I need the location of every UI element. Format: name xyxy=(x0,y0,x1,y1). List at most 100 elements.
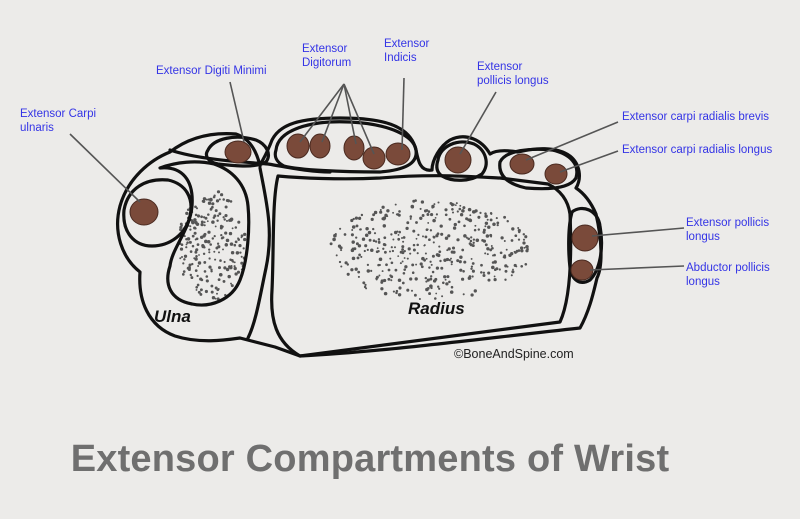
label-extensor-carpi-ulnaris: Extensor Carpi ulnaris xyxy=(20,107,96,135)
stipple-dot xyxy=(235,251,240,255)
stipple-dot xyxy=(395,213,398,216)
stipple-dot xyxy=(383,291,388,296)
stipple-dot xyxy=(429,229,433,232)
leader-extensor-digiti-minimi xyxy=(229,81,245,143)
stipple-dot xyxy=(418,297,421,301)
stipple-dot xyxy=(525,249,529,253)
stipple-dot xyxy=(350,248,355,253)
stipple-dot xyxy=(484,221,489,226)
stipple-dot xyxy=(474,224,477,227)
stipple-dot xyxy=(511,227,515,231)
ulna-stipple xyxy=(178,190,247,301)
stipple-dot xyxy=(470,293,474,297)
compartment-pollicis-longus xyxy=(435,140,488,182)
stipple-dot xyxy=(230,282,232,285)
stipple-dot xyxy=(179,225,183,229)
stipple-dot xyxy=(469,239,473,243)
stipple-dot xyxy=(499,251,503,255)
stipple-dot xyxy=(214,286,218,290)
stipple-dot xyxy=(381,217,385,221)
stipple-dot xyxy=(437,285,440,288)
stipple-dot xyxy=(482,230,486,234)
stipple-dot xyxy=(179,228,182,232)
stipple-dot xyxy=(468,242,472,245)
stipple-dot xyxy=(419,262,423,266)
leader-digitorum-1 xyxy=(299,83,345,143)
stipple-dot xyxy=(355,224,359,228)
stipple-dot xyxy=(432,218,436,223)
stipple-dot xyxy=(427,210,431,213)
stipple-dot xyxy=(208,257,211,260)
stipple-dot xyxy=(216,242,220,245)
stipple-dot xyxy=(504,264,508,268)
stipple-dot xyxy=(191,262,194,266)
stipple-dot xyxy=(503,239,506,243)
stipple-dot xyxy=(201,244,205,249)
stipple-dot xyxy=(409,277,413,281)
leader-digitorum-3 xyxy=(343,83,357,145)
tendon-extensor-indicis xyxy=(385,142,411,166)
stipple-dot xyxy=(435,213,438,216)
stipple-dot xyxy=(491,265,495,270)
stipple-dot xyxy=(510,274,513,277)
stipple-dot xyxy=(228,231,233,236)
stipple-dot xyxy=(364,283,367,287)
stipple-dot xyxy=(225,219,229,222)
stipple-dot xyxy=(181,273,185,276)
stipple-dot xyxy=(447,247,451,251)
stipple-dot xyxy=(397,255,400,257)
stipple-dot xyxy=(503,254,507,258)
stipple-dot xyxy=(236,270,241,274)
stipple-dot xyxy=(179,257,182,260)
stipple-dot xyxy=(482,239,487,243)
stipple-dot xyxy=(437,201,440,204)
tendon-extensor-carpi-radialis-longus xyxy=(544,163,568,185)
stipple-dot xyxy=(186,237,191,241)
stipple-dot xyxy=(491,246,494,250)
stipple-dot xyxy=(490,212,493,215)
stipple-dot xyxy=(447,234,451,238)
stipple-dot xyxy=(426,278,430,282)
stipple-dot xyxy=(183,254,188,258)
tendon-extensor-digiti-minimi xyxy=(224,140,252,164)
stipple-dot xyxy=(424,252,427,255)
stipple-dot xyxy=(191,244,195,248)
stipple-dot xyxy=(360,213,364,217)
compartment-abductor-pollicis xyxy=(567,206,604,284)
stipple-dot xyxy=(335,254,338,257)
stipple-dot xyxy=(503,215,507,219)
label-line: Extensor Digiti Minimi xyxy=(156,65,267,77)
stipple-dot xyxy=(219,193,224,197)
stipple-dot xyxy=(387,277,391,281)
stipple-dot xyxy=(368,238,372,242)
stipple-dot xyxy=(225,267,230,272)
stipple-dot xyxy=(480,263,483,267)
stipple-dot xyxy=(205,279,209,283)
stipple-dot xyxy=(230,284,234,288)
stipple-dot xyxy=(226,199,231,203)
stipple-dot xyxy=(440,232,444,236)
stipple-dot xyxy=(370,248,374,252)
stipple-dot xyxy=(366,263,370,267)
tendon-extensor-pollicis-longus-side xyxy=(571,224,599,252)
stipple-dot xyxy=(392,211,395,214)
stipple-dot xyxy=(195,248,199,252)
stipple-dot xyxy=(193,218,197,222)
stipple-dot xyxy=(493,278,497,282)
stipple-dot xyxy=(504,269,508,273)
stipple-dot xyxy=(470,257,473,260)
stipple-dot xyxy=(203,224,206,227)
stipple-dot xyxy=(216,190,221,194)
stipple-dot xyxy=(411,263,415,267)
stipple-dot xyxy=(210,284,214,288)
stipple-dot xyxy=(210,290,214,294)
stipple-dot xyxy=(406,257,409,260)
stipple-dot xyxy=(383,236,387,240)
stipple-dot xyxy=(361,237,366,241)
stipple-dot xyxy=(463,260,467,264)
stipple-dot xyxy=(196,243,200,246)
stipple-dot xyxy=(188,240,192,244)
stipple-dot xyxy=(462,270,465,273)
stipple-dot xyxy=(183,235,186,238)
label-line: longus xyxy=(686,276,720,288)
